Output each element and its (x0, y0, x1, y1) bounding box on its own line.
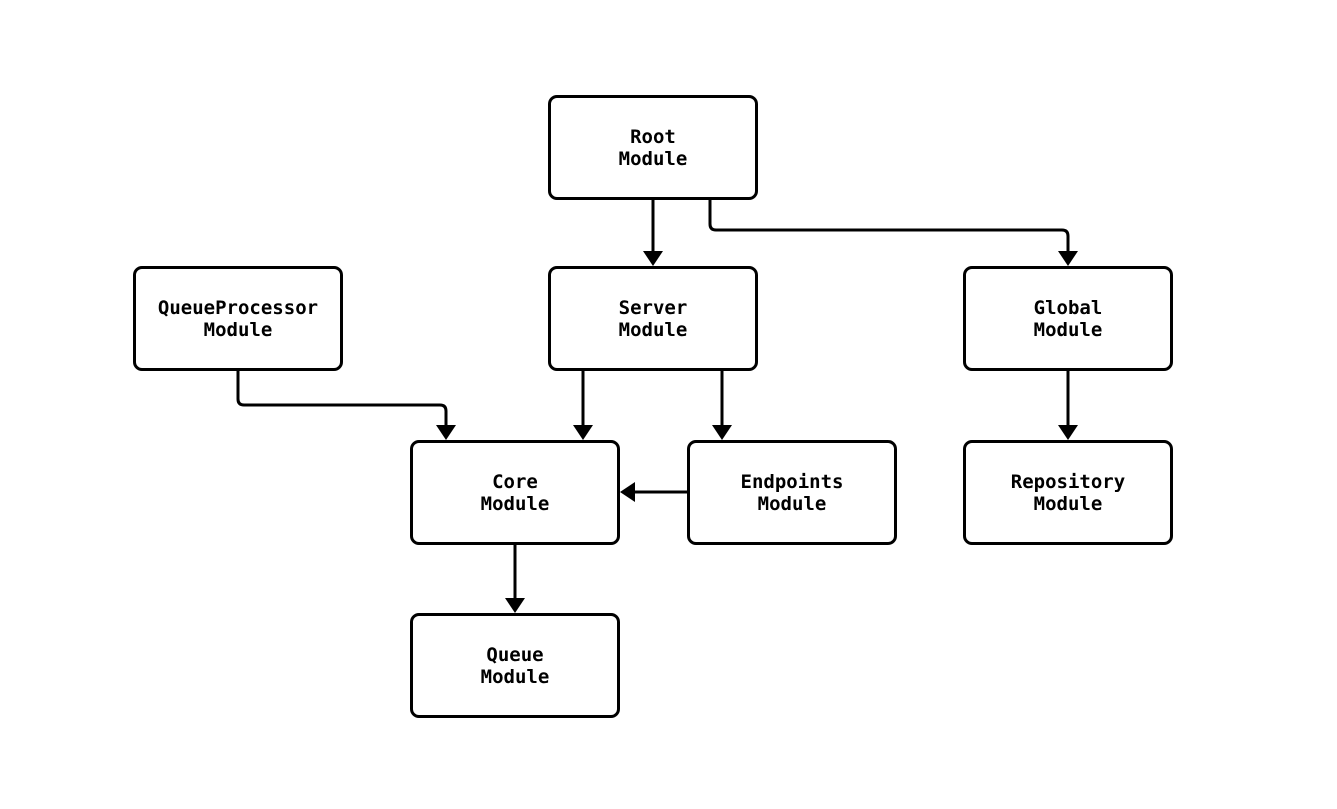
node-label-line2: Module (480, 665, 550, 688)
node-repository-module[interactable]: Repository Module (963, 440, 1173, 545)
arrowhead-server-to-endpoints (712, 425, 732, 440)
edge-queueprocessor-to-core (236, 371, 448, 426)
node-root-module[interactable]: Root Module (548, 95, 758, 200)
node-label-line2: Module (1033, 492, 1103, 515)
arrowhead-server-to-core (573, 425, 593, 440)
node-endpoints-module[interactable]: Endpoints Module (687, 440, 897, 545)
arrowhead-endpoints-to-core (620, 482, 635, 502)
node-label-line1: Queue (486, 643, 544, 666)
node-core-module[interactable]: Core Module (410, 440, 620, 545)
node-label-line1: Core (492, 470, 538, 493)
node-label-line1: QueueProcessor (157, 296, 319, 319)
node-server-module[interactable]: Server Module (548, 266, 758, 371)
arrowhead-core-to-queue (505, 598, 525, 613)
node-label-line1: Endpoints (740, 470, 844, 493)
node-label-line2: Module (757, 492, 827, 515)
node-queue-module[interactable]: Queue Module (410, 613, 620, 718)
node-global-module[interactable]: Global Module (963, 266, 1173, 371)
edge-root-to-global (708, 200, 1070, 252)
node-label-line1: Global (1033, 296, 1103, 319)
node-queueprocessor-module[interactable]: QueueProcessor Module (133, 266, 343, 371)
node-label-line2: Module (203, 318, 273, 341)
arrowhead-root-to-global (1058, 251, 1078, 266)
node-label-line2: Module (618, 147, 688, 170)
arrowhead-root-to-server (643, 251, 663, 266)
node-label-line1: Repository (1010, 470, 1126, 493)
arrowhead-global-to-repository (1058, 425, 1078, 440)
node-label-line2: Module (1033, 318, 1103, 341)
arrowhead-queueprocessor-to-core (436, 425, 456, 440)
node-label-line2: Module (618, 318, 688, 341)
node-label-line1: Server (618, 296, 688, 319)
node-label-line1: Root (630, 125, 676, 148)
node-label-line2: Module (480, 492, 550, 515)
